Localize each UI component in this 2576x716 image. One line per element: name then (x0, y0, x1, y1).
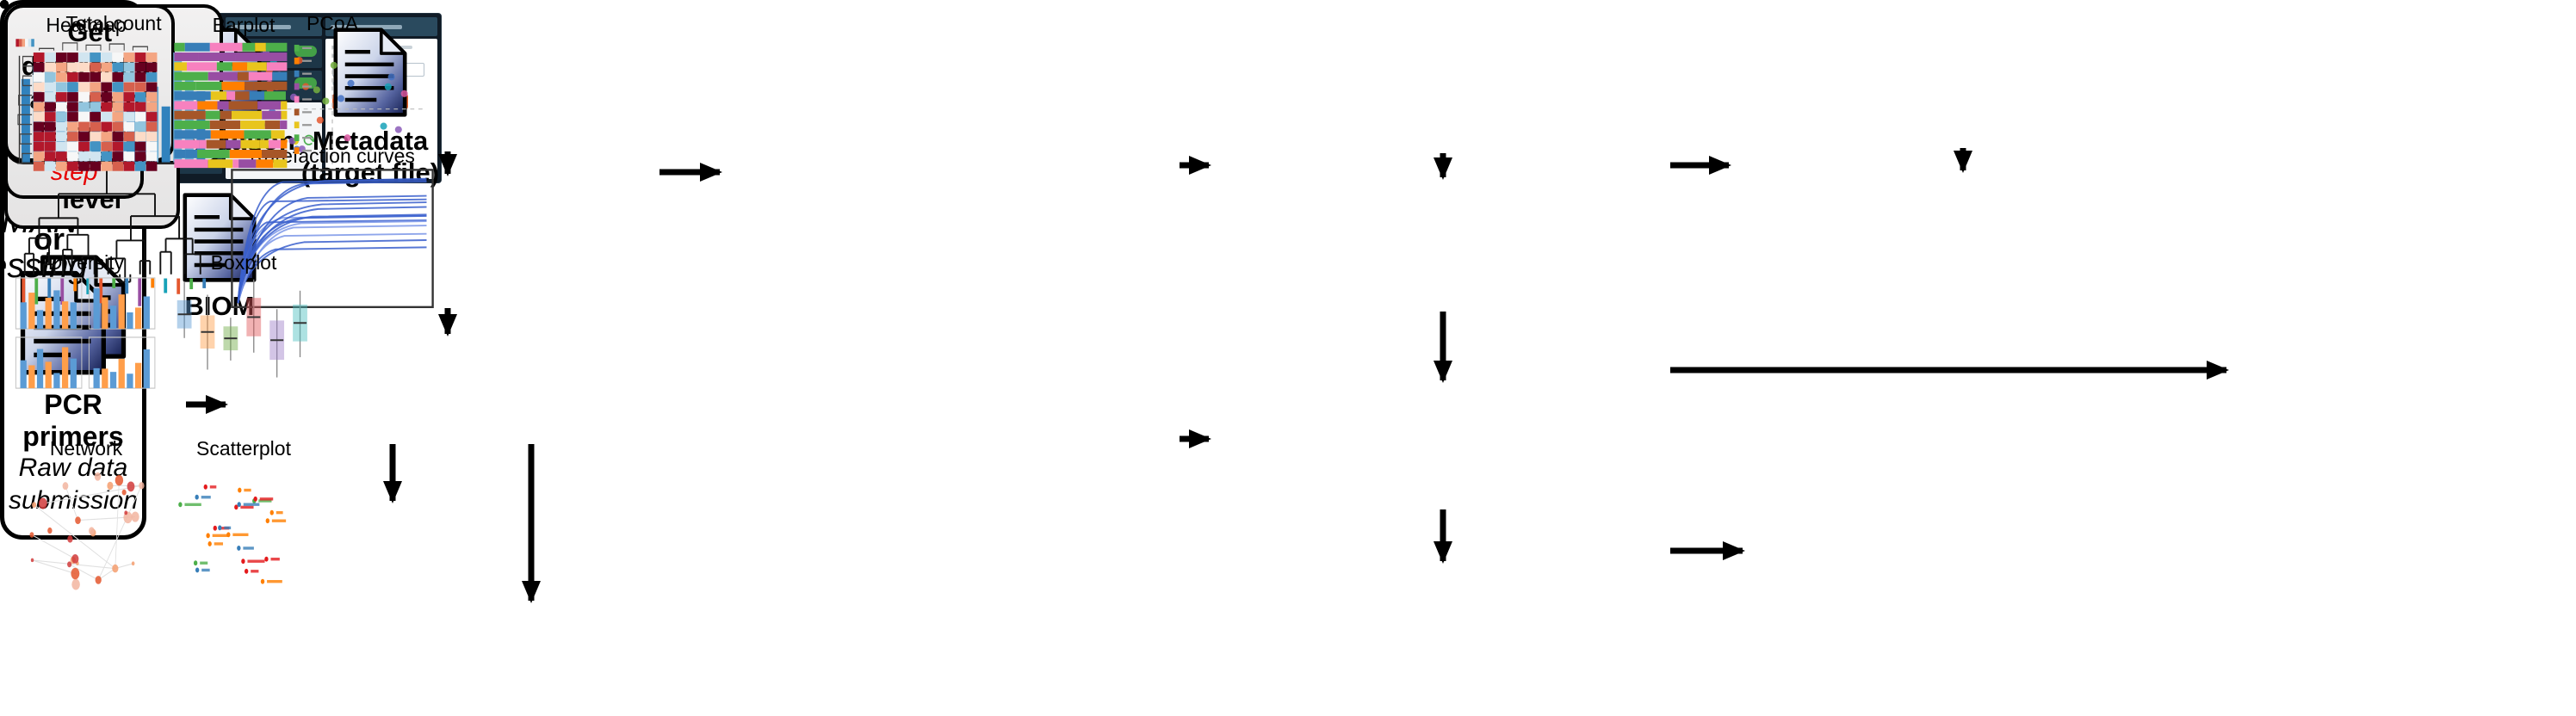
dashboard-header (226, 17, 322, 36)
boxplot-chart (171, 275, 316, 393)
rarefaction-thumbnail: Rarefaction curves (230, 144, 435, 309)
scatterplot-title: Scatterplot (196, 437, 291, 460)
refresh-icon: ⟳ (302, 132, 318, 151)
total-count-title: Total count (65, 12, 162, 34)
rarefaction-chart (230, 168, 435, 312)
boxplot-title: Boxplot (210, 251, 277, 274)
scatterplot-chart (171, 460, 316, 596)
network-title: Network (49, 437, 123, 460)
network-chart (13, 460, 159, 596)
header-text-bar (231, 24, 291, 29)
biom-file-item: BIOM (168, 192, 271, 322)
pcr-primers-label: PCR primers (22, 388, 124, 452)
boxplot-thumbnail: Boxplot (171, 250, 316, 393)
pcoa-title: PCoA (306, 12, 359, 34)
visualization-plots-panel: Heatmap Barplot Diversity Boxplot Networ… (0, 0, 312, 590)
raw-data-caption: Raw data submission (8, 454, 139, 515)
barplot-title: Barplot (212, 14, 276, 36)
heatmap-thumbnail: Heatmap (13, 13, 159, 173)
heatmap-chart (13, 37, 159, 173)
heatmap-title: Heatmap (46, 14, 127, 36)
barplot-chart (171, 37, 316, 173)
diversity-chart (13, 275, 159, 393)
diversity-title: Diversity (47, 251, 125, 274)
network-thumbnail: Network (13, 436, 159, 596)
barplot-thumbnail: Barplot (171, 13, 316, 173)
biom-file-label: BIOM (184, 291, 255, 321)
diversity-thumbnail: Diversity (13, 250, 159, 393)
header-text-bar (331, 24, 402, 29)
scatterplot-thumbnail: Scatterplot (171, 436, 316, 596)
